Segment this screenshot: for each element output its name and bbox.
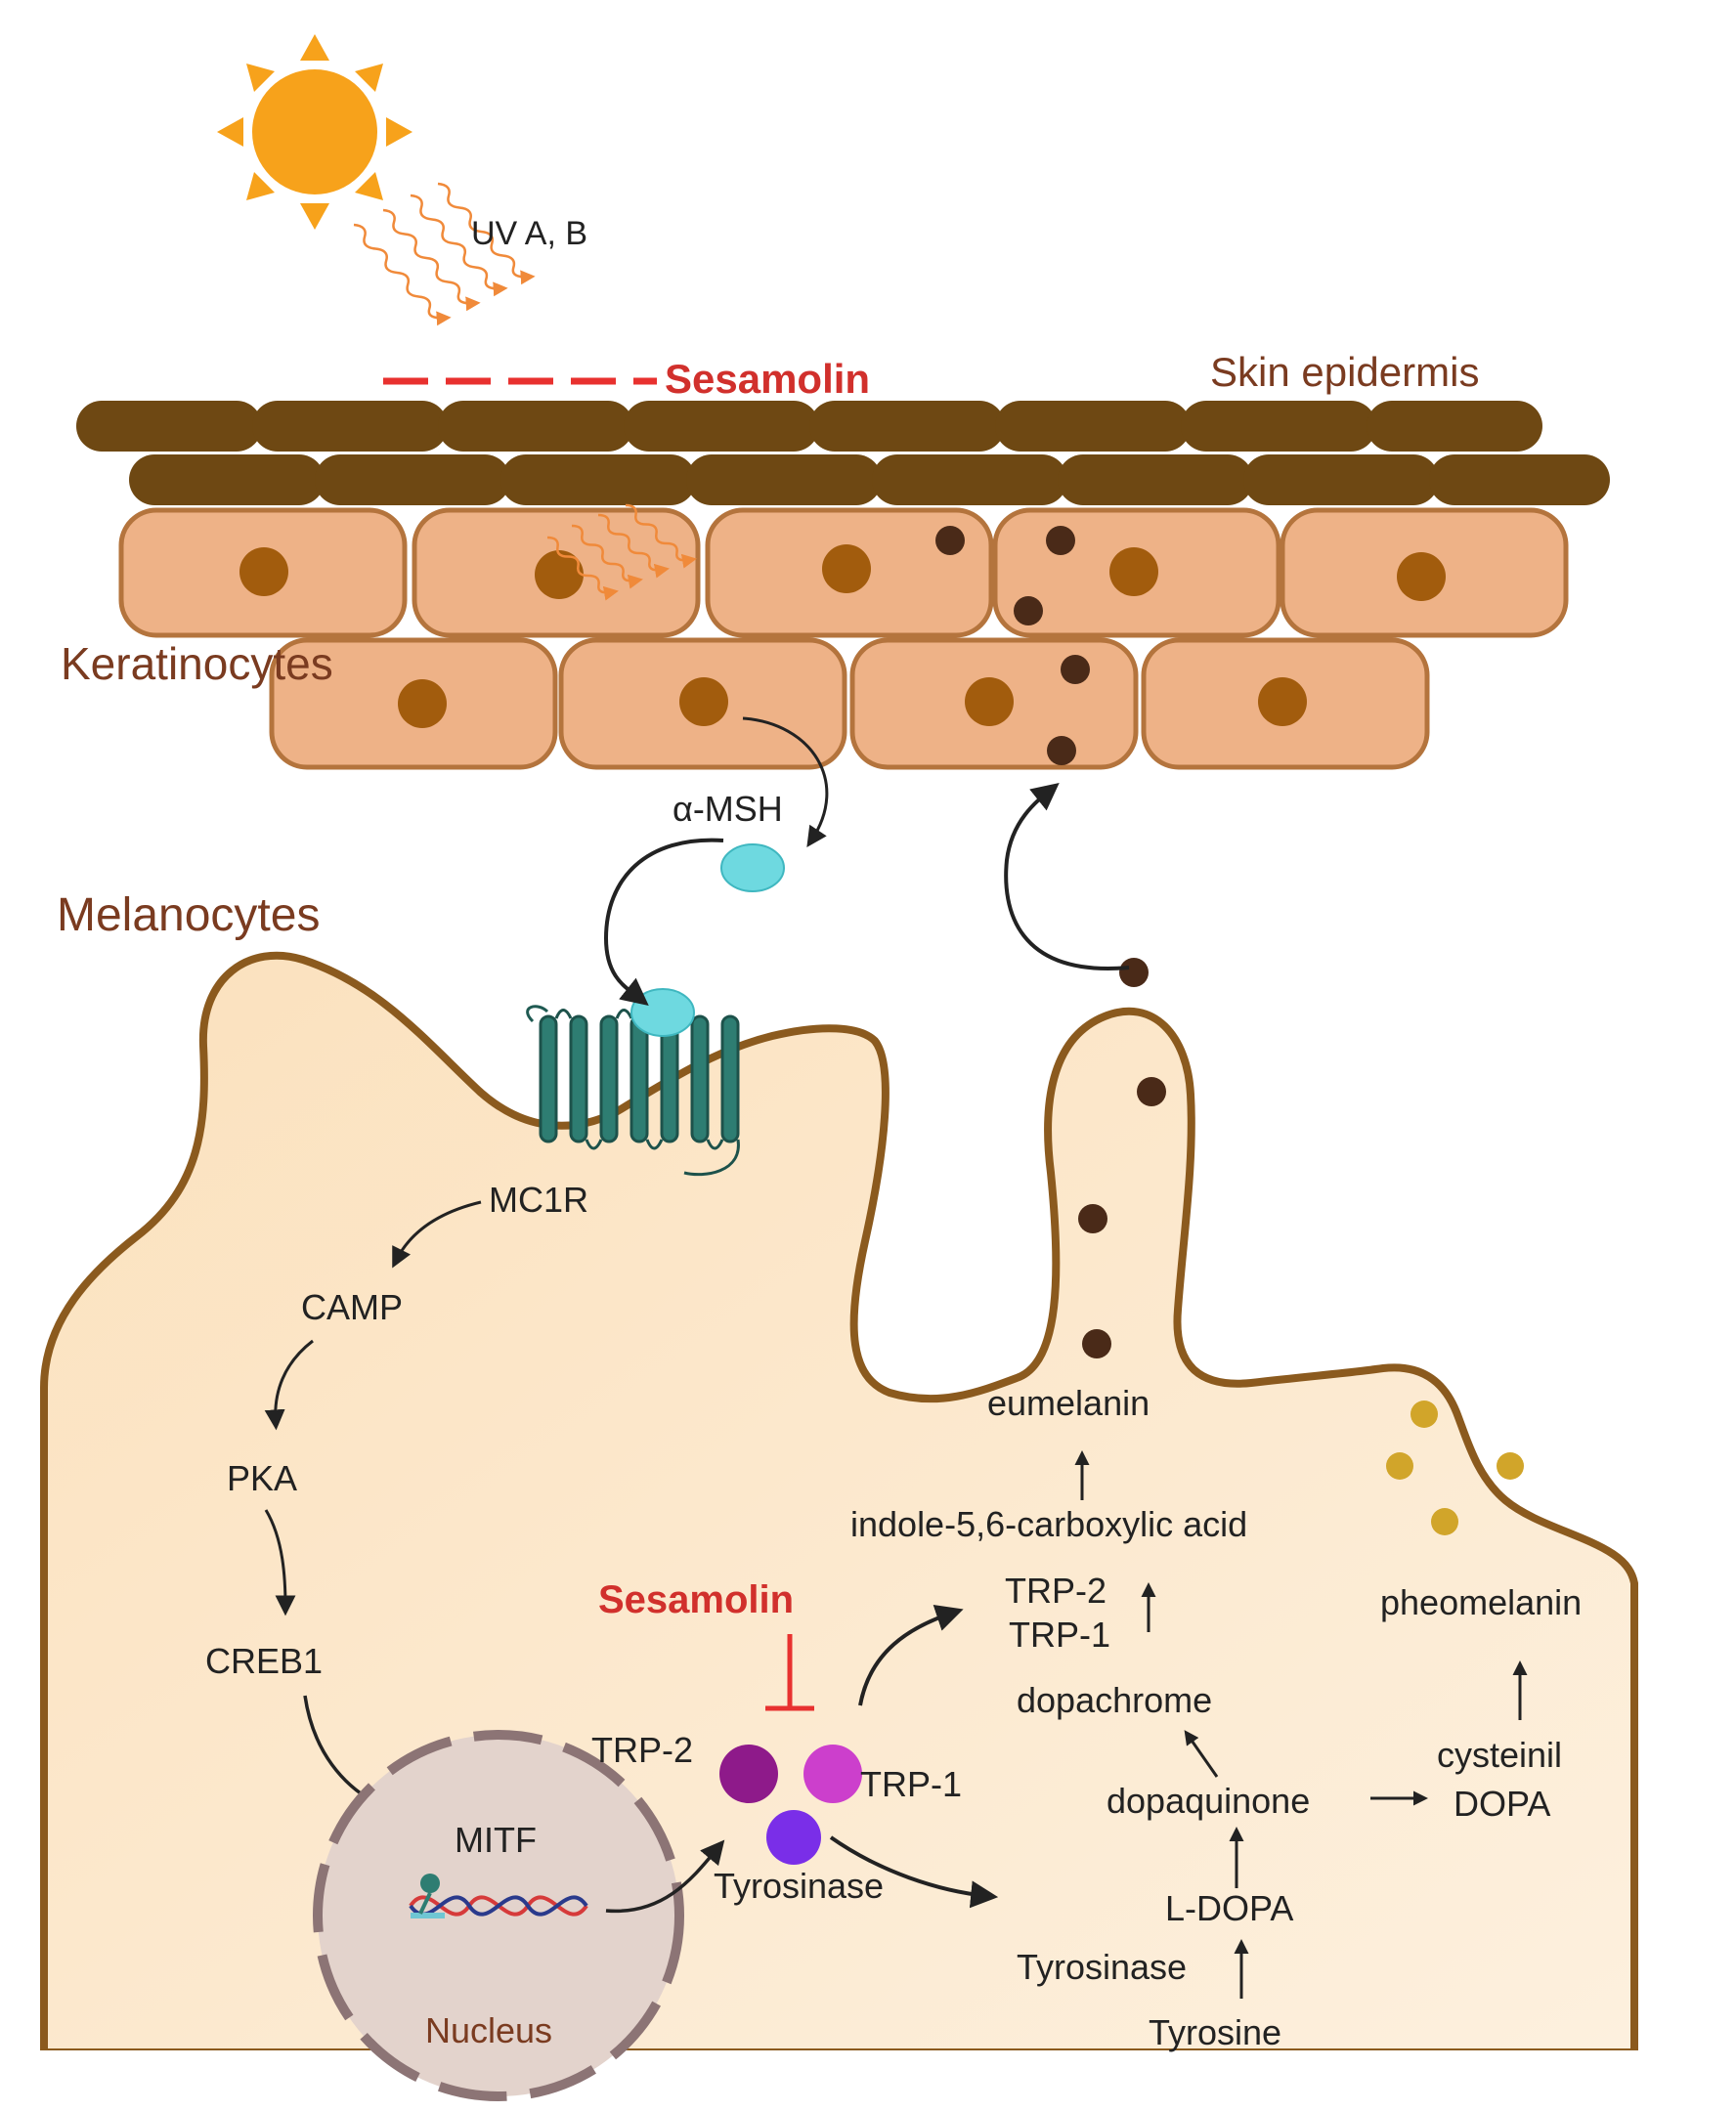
tyrosinase-step-label: Tyrosinase bbox=[1017, 1947, 1187, 1987]
sesamolin-mid-label: Sesamolin bbox=[598, 1578, 794, 1621]
mitf-to-enzymes-arrow bbox=[605, 1839, 725, 1914]
uv-penetration-icon bbox=[546, 503, 697, 601]
mitf-label: MITF bbox=[455, 1820, 537, 1860]
melanin-granules-keratinocytes bbox=[935, 526, 1090, 765]
skin-epidermis-label: Skin epidermis bbox=[1210, 349, 1479, 395]
nucleus-label: Nucleus bbox=[425, 2010, 552, 2050]
tyrosinase-enzyme-label: Tyrosinase bbox=[714, 1866, 884, 1906]
sesamolin-inhibition-icon bbox=[765, 1634, 814, 1711]
keratinocyte-nuclei bbox=[239, 544, 1446, 728]
tyrosine-label: Tyrosine bbox=[1149, 2012, 1281, 2052]
pheomelanin-granules bbox=[1386, 1401, 1524, 1535]
dna-helix-icon bbox=[409, 1874, 588, 1918]
dopaquinone-label: dopaquinone bbox=[1107, 1781, 1310, 1821]
signal-arrows bbox=[603, 716, 1130, 1006]
pheomelanin-label: pheomelanin bbox=[1380, 1582, 1582, 1622]
tyrosinase-enzyme-icon bbox=[766, 1810, 821, 1865]
enzyme-arrows bbox=[829, 1605, 999, 1909]
ldopa-label: L-DOPA bbox=[1165, 1888, 1293, 1928]
trp1-enzyme-icon bbox=[803, 1745, 862, 1803]
eumelanin-label: eumelanin bbox=[987, 1383, 1150, 1423]
dopachrome-label: dopachrome bbox=[1017, 1680, 1212, 1720]
mc1r-label: MC1R bbox=[489, 1180, 588, 1220]
trp1-step-label: TRP-1 bbox=[1009, 1615, 1110, 1655]
trp2-enzyme-icon bbox=[719, 1745, 778, 1803]
epidermis-layer bbox=[76, 401, 1610, 505]
trp2-enzyme-label: TRP-2 bbox=[591, 1730, 693, 1770]
pathway-arrows bbox=[1074, 1450, 1528, 1999]
creb1-label: CREB1 bbox=[205, 1641, 323, 1681]
melanin-granules-dendrite bbox=[1078, 958, 1166, 1358]
cell-nucleus bbox=[313, 1730, 684, 2101]
uv-rays-icon bbox=[353, 182, 536, 326]
melanocytes-label: Melanocytes bbox=[57, 889, 320, 941]
alpha-msh-label: α-MSH bbox=[673, 789, 783, 829]
alpha-msh-bound-icon bbox=[630, 988, 695, 1037]
trp1-enzyme-label: TRP-1 bbox=[860, 1764, 962, 1804]
pka-label: PKA bbox=[227, 1458, 297, 1498]
sun-icon bbox=[217, 34, 412, 230]
sesamolin-top-label: Sesamolin bbox=[665, 356, 870, 402]
alpha-msh-ligand-icon bbox=[720, 843, 785, 892]
dopa-label: DOPA bbox=[1454, 1784, 1550, 1824]
cysteinil-label: cysteinil bbox=[1437, 1735, 1562, 1775]
keratinocytes-label: Keratinocytes bbox=[61, 638, 333, 689]
trp2-step-label: TRP-2 bbox=[1005, 1571, 1107, 1611]
uv-label: UV A, B bbox=[471, 215, 587, 252]
indole-label: indole-5,6-carboxylic acid bbox=[850, 1504, 1247, 1544]
camp-label: CAMP bbox=[301, 1287, 403, 1327]
